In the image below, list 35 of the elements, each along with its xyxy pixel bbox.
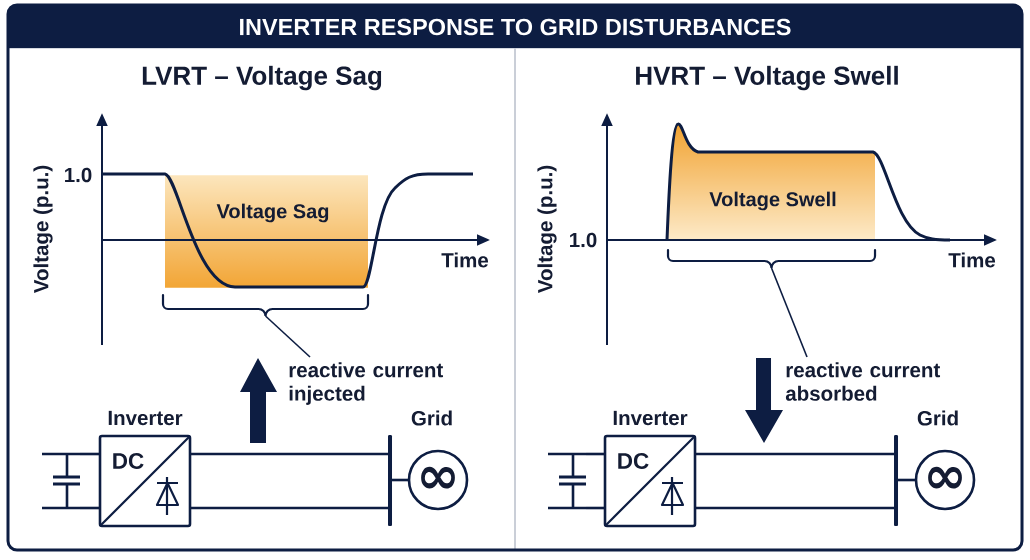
capacitor-symbol	[546, 452, 588, 510]
title-bar: INVERTER RESPONSE TO GRID DISTURBANCES	[8, 5, 1022, 48]
axis-title: Voltage (p.u.)	[33, 165, 53, 294]
node-heading: Grid	[917, 410, 958, 426]
axis-title: Voltage (p.u.)	[537, 165, 557, 294]
curly-brace	[666, 248, 877, 270]
converter-box: DC	[603, 434, 697, 528]
converter-box: DC	[98, 434, 192, 528]
axis-title: Time	[441, 252, 489, 268]
shaded-area: Voltage Sag	[216, 203, 329, 223]
wire	[80, 452, 100, 456]
wire	[392, 478, 409, 482]
bus-bar	[388, 435, 392, 526]
wire	[80, 506, 100, 510]
wire	[695, 506, 894, 510]
node-heading: Inverter	[613, 410, 688, 426]
shaded-area: Voltage Swell	[709, 191, 836, 211]
tick-label: 1.0	[65, 167, 92, 183]
wire	[586, 506, 605, 510]
node-heading: Grid	[411, 410, 452, 426]
wire	[695, 452, 894, 456]
tick-label: 1.0	[570, 232, 597, 248]
wire	[898, 478, 916, 482]
callout-text: reactive current absorbed	[785, 362, 941, 401]
wire	[190, 506, 388, 510]
leader-line	[770, 267, 808, 358]
leader-line	[264, 315, 311, 358]
curly-brace	[161, 293, 370, 318]
wire	[586, 452, 605, 456]
bus-bar	[894, 435, 898, 526]
callout-text: reactive current injected	[289, 362, 443, 405]
node-heading: Inverter	[108, 410, 183, 426]
capacitor-symbol	[40, 452, 82, 510]
wire	[190, 452, 388, 456]
axis-title: Time	[948, 252, 996, 268]
